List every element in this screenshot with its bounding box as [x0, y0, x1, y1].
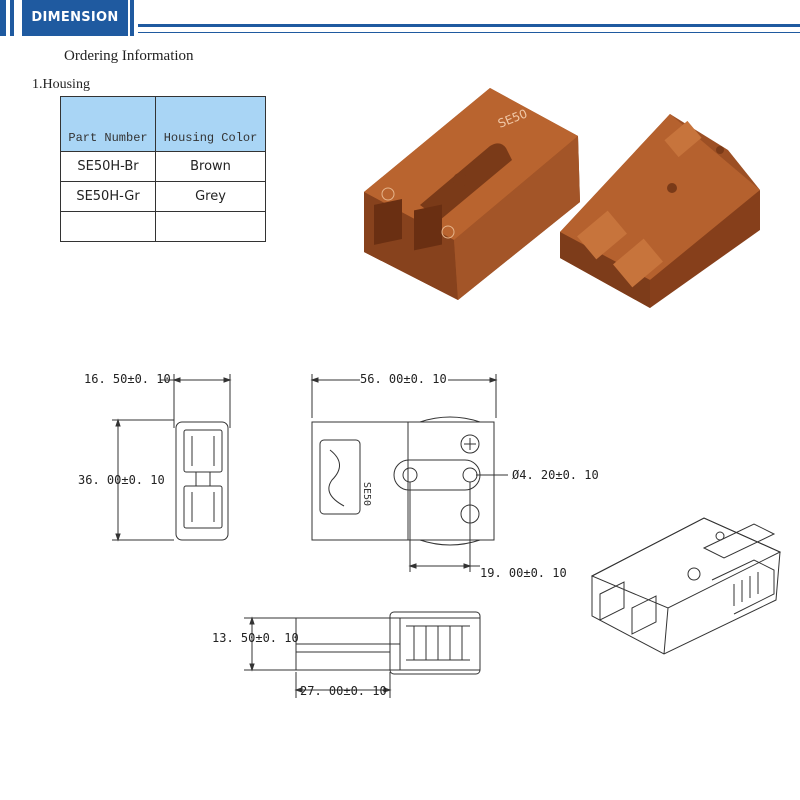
header-stripe	[130, 0, 134, 36]
table-cell	[60, 211, 156, 242]
table-cell: Grey	[155, 181, 266, 212]
length-dimension: 56. 00±0. 10	[360, 372, 447, 386]
table-row	[60, 211, 266, 242]
housing-table: Part Number Housing Color SE50H-Br Brown…	[60, 96, 266, 242]
header-rule	[138, 24, 800, 27]
connector-front-photo: SE50	[364, 88, 580, 300]
table-row: SE50H-Br Brown	[60, 151, 266, 182]
table-row: SE50H-Gr Grey	[60, 181, 266, 212]
header-tab: DIMENSION	[22, 0, 128, 36]
front-view-drawing	[112, 374, 232, 542]
connector-rear-photo	[560, 114, 760, 308]
column-header: Housing Color	[155, 96, 266, 152]
drawing-body-text: SE50	[361, 482, 372, 506]
table-cell	[155, 211, 266, 242]
depth-dimension: 27. 00±0. 10	[300, 684, 387, 698]
column-header: Part Number	[60, 96, 156, 152]
thickness-dimension: 13. 50±0. 10	[212, 631, 299, 645]
hole-diameter-dimension: Ø4. 20±0. 10	[512, 468, 599, 482]
height-dimension: 36. 00±0. 10	[78, 473, 165, 487]
table-cell: SE50H-Gr	[60, 181, 156, 212]
table-cell: SE50H-Br	[60, 151, 156, 182]
housing-title: 1.Housing	[32, 77, 90, 92]
product-photo: SE50	[364, 88, 760, 308]
top-view-drawing	[244, 611, 481, 698]
table-cell: Brown	[155, 151, 266, 182]
isometric-drawing	[590, 517, 782, 655]
side-view-drawing: SE50	[310, 374, 508, 572]
table-header-row: Part Number Housing Color	[60, 96, 266, 152]
page-header: DIMENSION	[0, 0, 800, 40]
ordering-title: Ordering Information	[64, 48, 194, 64]
hole-pitch-dimension: 19. 00±0. 10	[480, 566, 567, 580]
header-rule	[138, 32, 800, 33]
width-dimension: 16. 50±0. 10	[84, 372, 171, 386]
header-stripe	[0, 0, 6, 36]
header-stripe	[10, 0, 14, 36]
